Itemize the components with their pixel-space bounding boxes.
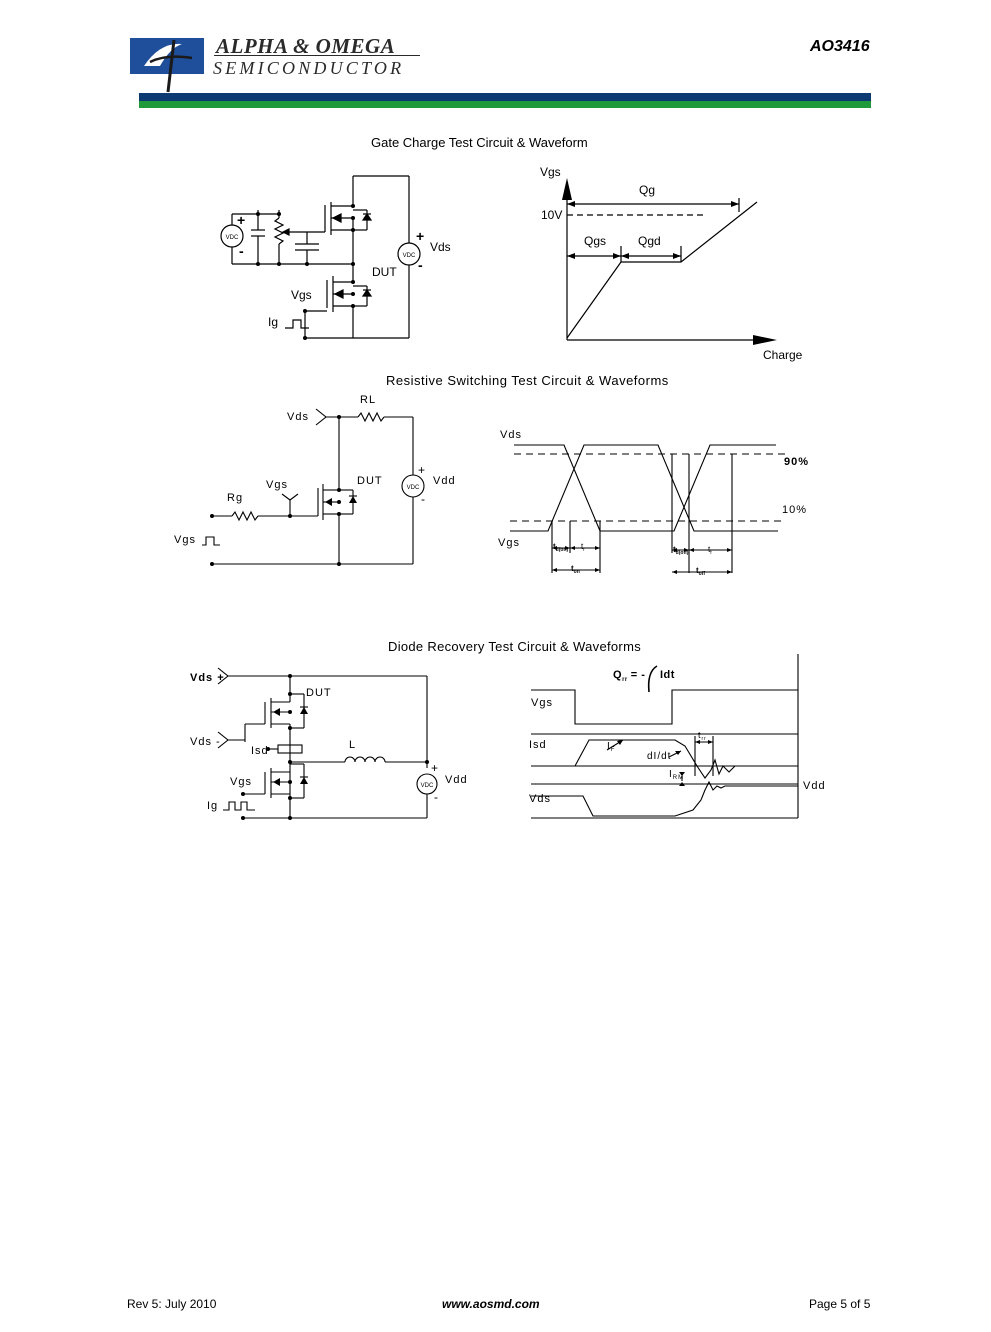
rs-rl-label: RL [360,394,376,406]
dr-qrr-sub: rr [622,677,628,683]
svg-text:Qrr= -: Qrr= - [613,669,645,683]
rs-tf-sub: f [710,550,712,556]
rs-tr-sub: r [583,547,585,553]
header-blue-bar [139,93,871,101]
rs-plus: + [418,463,425,477]
dr-didt-label: dI/dt [647,751,671,762]
gc-wave-10v-label: 10V [541,208,562,222]
logo-underline [214,55,420,56]
svg-text:toff: toff [696,566,705,577]
dr-wave-isd-label: Isd [529,739,547,751]
rs-vgs-input-label: Vgs [174,534,196,546]
svg-text:IRM: IRM [669,769,684,781]
rs-wave-10pct-label: 10% [782,504,807,516]
gc-ig-label: Ig [268,315,278,329]
rs-wave-vds-label: Vds [500,429,522,441]
rs-vds-label: Vds [287,411,309,423]
resistive-switching-title: Resistive Switching Test Circuit & Wavef… [386,373,669,388]
rs-td-on-label: t [553,542,556,551]
dr-dut-label: DUT [306,687,332,699]
dr-src-label: VDC [421,783,434,789]
resistive-circuit-diagram: Vds RL Vgs Rg DUT Vdd VDC + - Vgs [174,394,456,566]
alpha-omega-logo-icon [130,38,204,93]
gate-charge-waveform: Vgs Charge 10V Qg Qgs Qgd [540,165,803,362]
gc-wave-charge-label: Charge [763,348,803,362]
integral-sign-icon [647,665,658,693]
rs-minus: - [421,492,425,506]
rs-wave-vgs-label: Vgs [498,537,520,549]
gc-minus-right: - [418,257,423,273]
gc-wave-qgd-label: Qgd [638,234,661,248]
rs-td-on-sub: d(on) [556,547,569,553]
dr-vds-minus-label: Vds - [190,736,221,748]
gc-dut-label: DUT [372,265,397,279]
dr-trr-label: t [698,730,702,740]
gc-minus-left: - [239,243,244,259]
svg-text:td(on): td(on) [553,542,568,553]
svg-text:tr: tr [581,542,585,553]
rs-vgs-label: Vgs [266,479,288,491]
dr-irm-label: I [669,769,673,780]
dr-qrr-eq: = - [631,669,646,681]
footer-revision: Rev 5: July 2010 [127,1297,217,1311]
dr-plus: + [431,761,438,775]
dr-l-label: L [349,739,356,751]
svg-text:td(off): td(off) [673,545,689,556]
dr-wave-vgs-label: Vgs [531,697,553,709]
rs-rg-label: Rg [227,492,243,504]
dr-if-sub: F [611,747,616,753]
rs-ton-label: t [571,564,574,573]
svg-text:trr: trr [698,730,707,742]
rs-src-label: VDC [407,485,420,491]
rs-ton-sub: on [574,569,580,575]
svg-text:tf: tf [708,545,712,556]
dr-wave-vds-label: Vds [529,793,551,805]
gc-vgs-label: Vgs [291,288,312,302]
rs-td-off-sub: d(off) [676,550,689,556]
gc-wave-qgs-label: Qgs [584,234,606,248]
dr-qrr-idt: Idt [660,669,675,681]
gc-wave-vgs-label: Vgs [540,165,561,179]
gate-charge-title: Gate Charge Test Circuit & Waveform [371,135,588,150]
gc-src-left-label: VDC [226,235,239,241]
rs-dut-label: DUT [357,475,383,487]
svg-text:ton: ton [571,564,580,575]
dr-vds-plus-label: Vds + [190,672,225,684]
footer-page-number: Page 5 of 5 [809,1297,871,1311]
gc-wave-qg-label: Qg [639,183,655,197]
diode-recovery-waveform: Qrr= - Idt Vgs Isd Vds IF dI/dt IRM trr … [529,654,826,819]
svg-text:IF: IF [607,741,615,753]
dr-irm-sub: RM [673,775,684,781]
footer-website-link[interactable]: www.aosmd.com [442,1297,540,1311]
dr-vdd-label: Vdd [445,774,468,786]
diode-recovery-title: Diode Recovery Test Circuit & Waveforms [388,639,641,654]
part-number: AO3416 [810,38,870,55]
rs-toff-sub: off [699,571,706,577]
rs-tr-label: t [581,542,584,551]
diode-recovery-circuit-diagram: Vds + Vds - DUT Isd L Vgs Ig Vdd VDC + - [190,667,468,820]
gate-charge-circuit-diagram: VDC VDC + - + - Vds DUT Vgs Ig [220,175,451,340]
rs-toff-label: t [696,566,699,575]
gc-vds-label: Vds [430,240,451,254]
company-name-line1: ALPHA & OMEGA [216,34,396,58]
company-name-line2: SEMICONDUCTOR [213,58,405,78]
header-green-bar [139,101,871,108]
dr-isd-label: Isd [251,745,269,757]
resistive-waveform: Vds Vgs 90% 10% td(on) tr ton td(off) tf… [498,429,809,577]
dr-vgs-label: Vgs [230,776,252,788]
dr-if-label: I [607,741,611,752]
dr-trr-sub: rr [702,736,707,742]
rs-wave-90pct-label: 90% [784,456,809,468]
gc-plus-right: + [416,228,424,244]
gc-src-right-label: VDC [403,253,416,259]
dr-ig-label: Ig [207,800,218,812]
rs-tf-label: t [708,545,711,554]
rs-vdd-label: Vdd [433,475,456,487]
rs-td-off-label: t [673,545,676,554]
dr-wave-vdd-label: Vdd [803,780,826,792]
dr-minus: - [434,790,438,804]
dr-qrr-label: Q [613,669,622,681]
gc-plus-left: + [237,212,245,228]
